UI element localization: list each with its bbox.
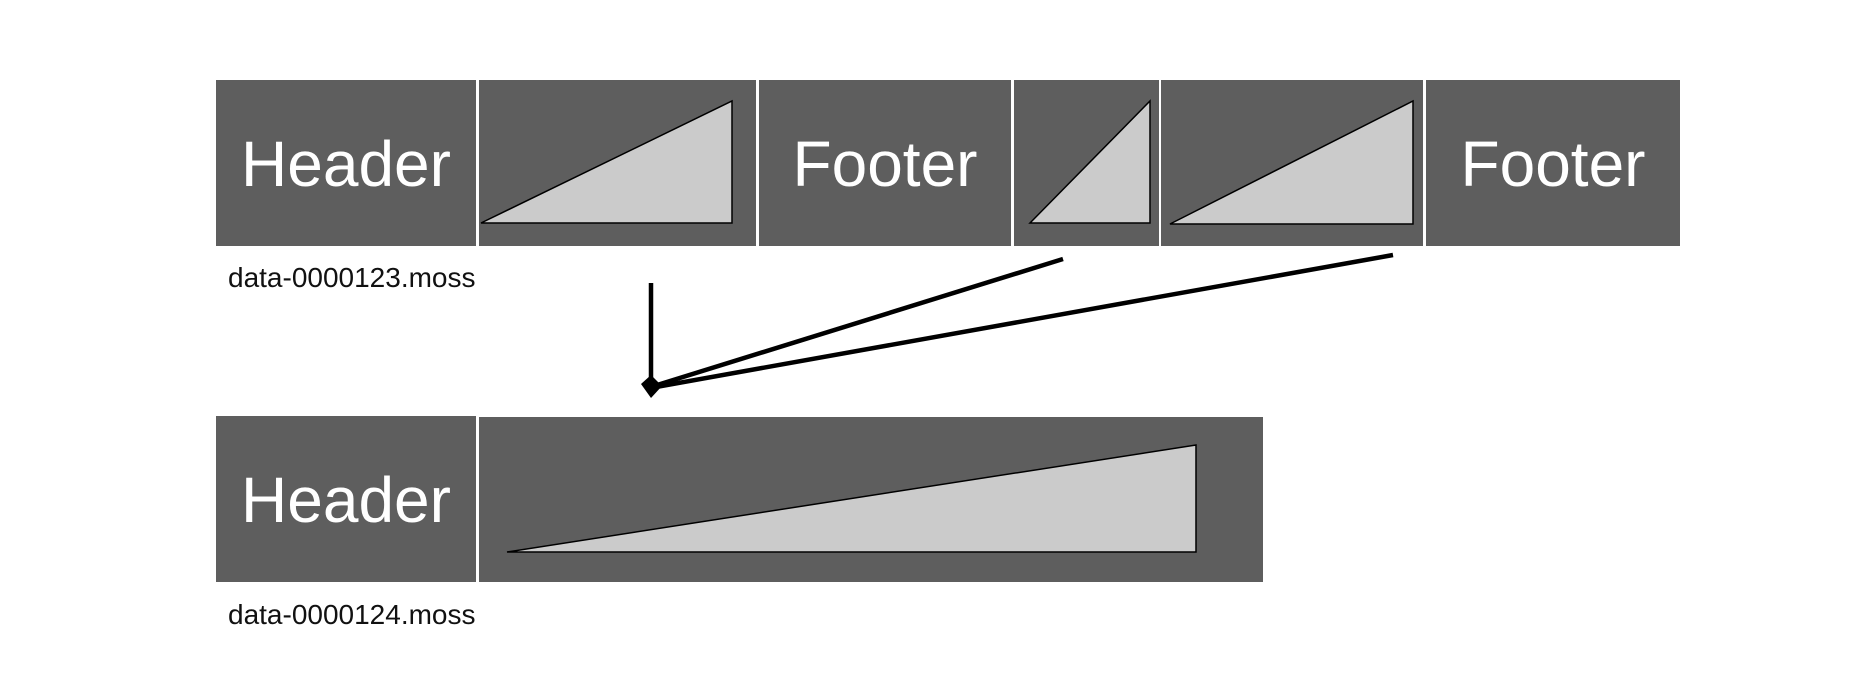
arrow-line-from-data-block-2 (653, 256, 1064, 389)
file1-footer-block-1 (759, 80, 1011, 246)
arrow-head (641, 375, 662, 398)
file1-filename: data-0000123.moss (228, 262, 476, 293)
file1-header-label: Header (241, 128, 451, 200)
file2-header-block (216, 416, 476, 582)
file1-footer-label-1: Footer (793, 128, 978, 200)
file2-filename: data-0000124.moss (228, 599, 476, 630)
file1-footer-block-2 (1426, 80, 1680, 246)
merge-arrows (641, 252, 1394, 398)
file2-header-label: Header (241, 464, 451, 536)
file1-data-triangle-2 (1028, 99, 1151, 224)
file1-data-triangle-3 (1169, 99, 1414, 225)
arrow-line-from-data-block-3 (655, 252, 1394, 390)
file2-data-triangle (506, 444, 1197, 553)
file-data-0000124: Header data-0000124.moss (216, 416, 1263, 630)
file1-footer-label-2: Footer (1461, 128, 1646, 200)
file1-header-block (216, 80, 476, 246)
file1-data-triangle-1 (480, 99, 733, 224)
file-data-0000123: Header Footer Footer data-0000123.moss (216, 80, 1680, 293)
